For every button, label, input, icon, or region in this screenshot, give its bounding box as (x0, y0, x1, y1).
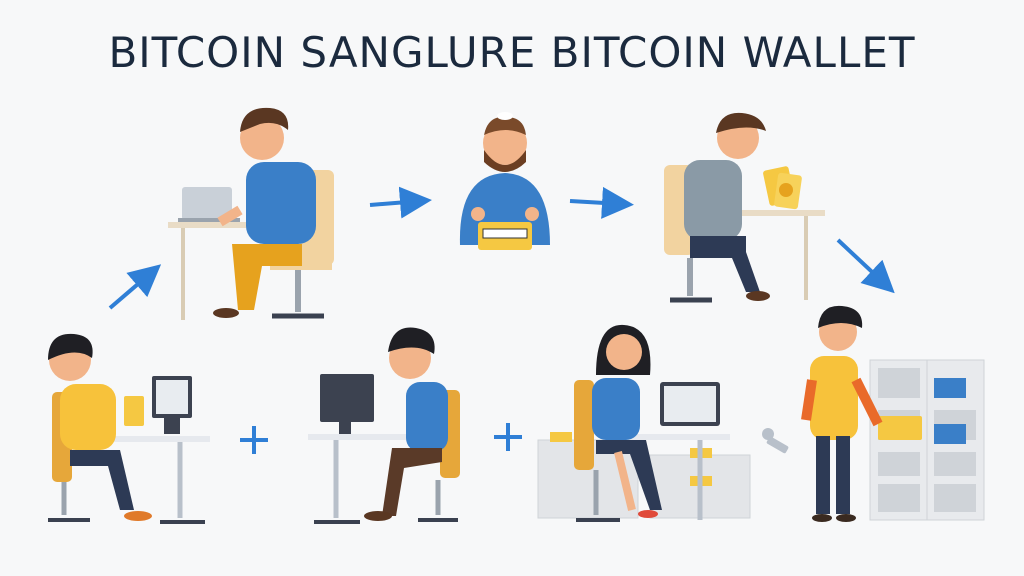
wallet-cabinet (869, 359, 985, 521)
bearded-man-figure (459, 112, 550, 250)
man-at-computer-figure (308, 327, 460, 524)
arrow-icon (108, 264, 162, 310)
kid-with-bitcoin-figure (48, 333, 210, 524)
man-with-bitcoins-figure (664, 112, 825, 303)
man-at-wallet-figure (801, 305, 883, 522)
bitcoin-card-icon (878, 416, 922, 440)
plus-icon (494, 423, 522, 451)
laptop-user-figure (168, 107, 334, 320)
arrow-icon (836, 238, 895, 294)
key-icon (762, 428, 789, 454)
plus-icon (240, 426, 268, 454)
bitcoin-card-icon (124, 396, 144, 426)
arrow-icon (569, 186, 634, 219)
arrow-icon (369, 186, 432, 219)
bitcoin-cards-icon (763, 166, 802, 210)
page-title: BITCOIN SANGLURE BITCOIN WALLET (108, 28, 916, 77)
woman-with-boxes-figure (537, 324, 751, 522)
